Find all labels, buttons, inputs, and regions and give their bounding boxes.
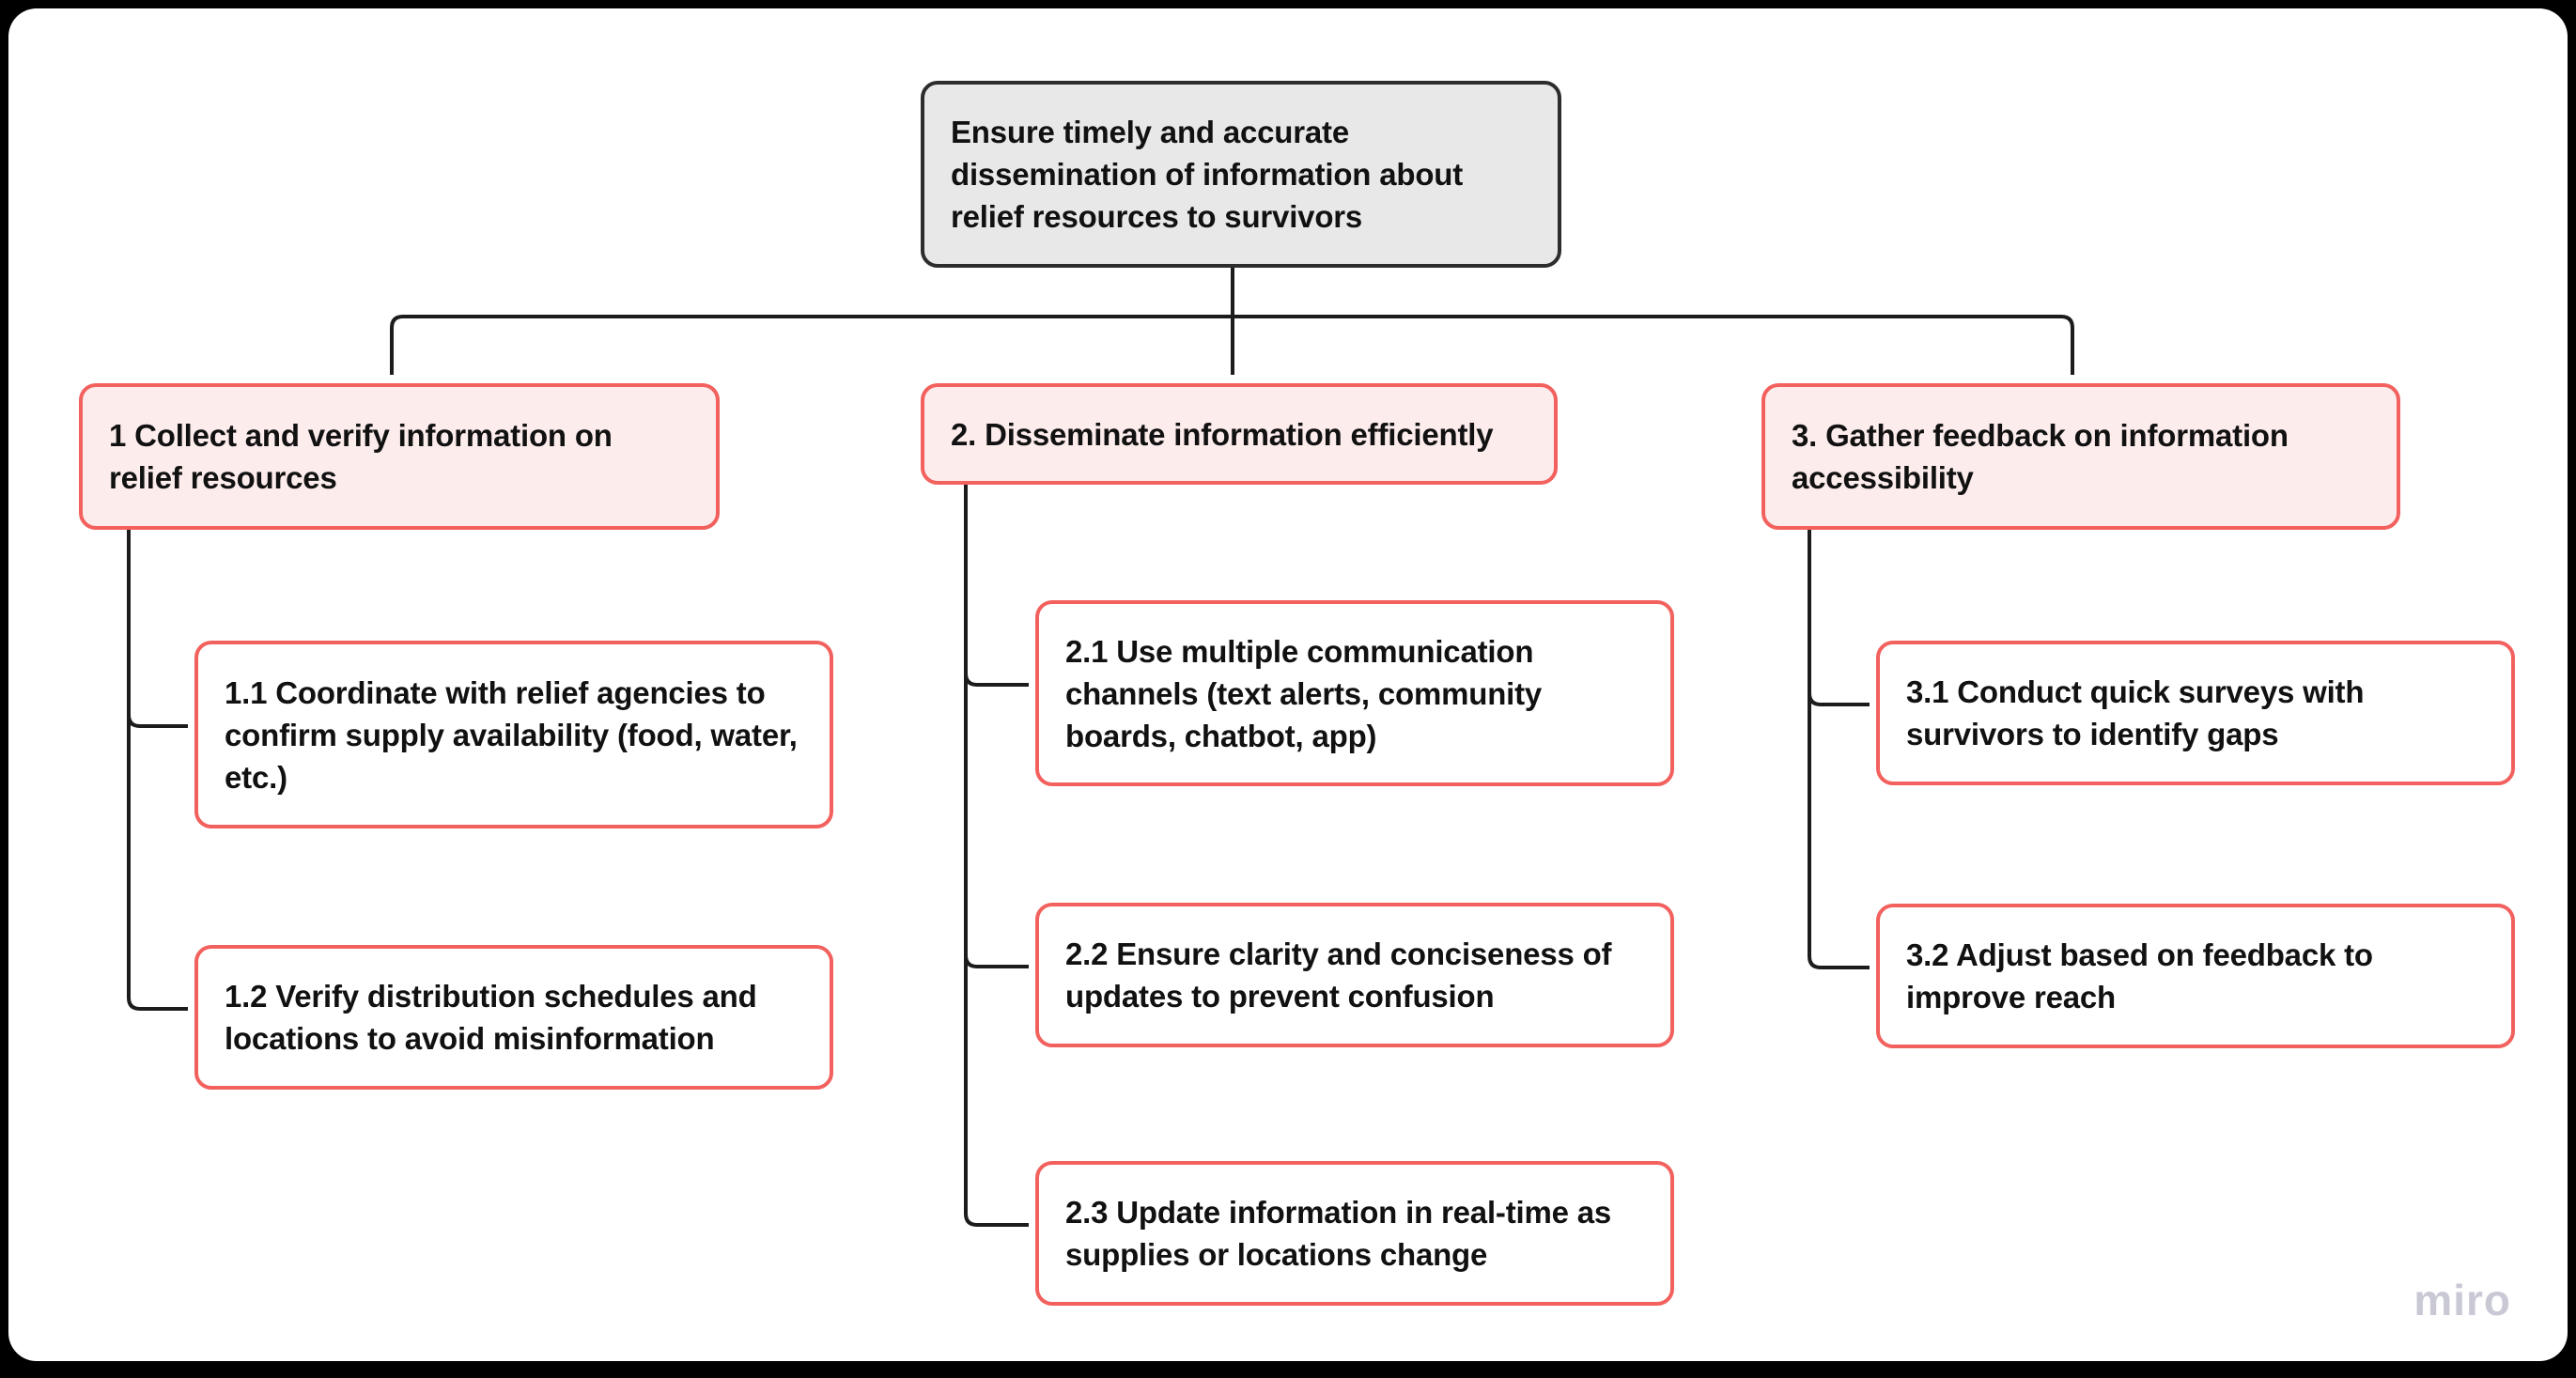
- mindmap-node-1-1[interactable]: 1.1 Coordinate with relief agencies to c…: [194, 641, 833, 828]
- connector-bus: [390, 315, 2074, 375]
- node-2-2-label: 2.2 Ensure clarity and conciseness of up…: [1065, 937, 1612, 1014]
- connector-branch2-spine: [964, 476, 1029, 1227]
- connector-branch2-elbow2: [964, 954, 1029, 968]
- connector-branch1-elbow1: [127, 714, 188, 728]
- node-root-label: Ensure timely and accurate dissemination…: [951, 115, 1464, 234]
- mindmap-node-3[interactable]: 3. Gather feedback on information access…: [1761, 383, 2400, 530]
- node-2-1-label: 2.1 Use multiple communication channels …: [1065, 633, 1543, 753]
- node-3-label: 3. Gather feedback on information access…: [1792, 418, 2289, 495]
- node-1-1-label: 1.1 Coordinate with relief agencies to c…: [225, 674, 798, 795]
- node-2-3-label: 2.3 Update information in real-time as s…: [1065, 1195, 1612, 1272]
- node-3-2-label: 3.2 Adjust based on feedback to improve …: [1906, 937, 2373, 1014]
- node-3-1-label: 3.1 Conduct quick surveys with survivors…: [1906, 674, 2365, 751]
- connector-branch1-spine: [127, 521, 188, 1011]
- node-2-label: 2. Disseminate information efficiently: [951, 416, 1494, 452]
- mindmap-node-root[interactable]: Ensure timely and accurate dissemination…: [921, 81, 1561, 268]
- mindmap-node-2-1[interactable]: 2.1 Use multiple communication channels …: [1035, 600, 1674, 786]
- node-1-2-label: 1.2 Verify distribution schedules and lo…: [225, 979, 757, 1056]
- connector-branch2-elbow1: [964, 673, 1029, 687]
- board-canvas[interactable]: Ensure timely and accurate dissemination…: [8, 8, 2568, 1361]
- connector-branch3-elbow1: [1808, 692, 1870, 706]
- mindmap-node-3-1[interactable]: 3.1 Conduct quick surveys with survivors…: [1876, 641, 2515, 785]
- mindmap-node-1-2[interactable]: 1.2 Verify distribution schedules and lo…: [194, 945, 833, 1090]
- miro-logo: miro: [2413, 1276, 2511, 1324]
- mindmap-node-2-2[interactable]: 2.2 Ensure clarity and conciseness of up…: [1035, 903, 1674, 1047]
- node-1-label: 1 Collect and verify information on reli…: [109, 418, 613, 495]
- mindmap-node-2[interactable]: 2. Disseminate information efficiently: [921, 383, 1558, 485]
- mindmap-node-2-3[interactable]: 2.3 Update information in real-time as s…: [1035, 1161, 1674, 1306]
- mindmap-node-3-2[interactable]: 3.2 Adjust based on feedback to improve …: [1876, 904, 2515, 1048]
- connector-branch3-spine: [1808, 521, 1870, 969]
- mindmap-node-1[interactable]: 1 Collect and verify information on reli…: [79, 383, 720, 530]
